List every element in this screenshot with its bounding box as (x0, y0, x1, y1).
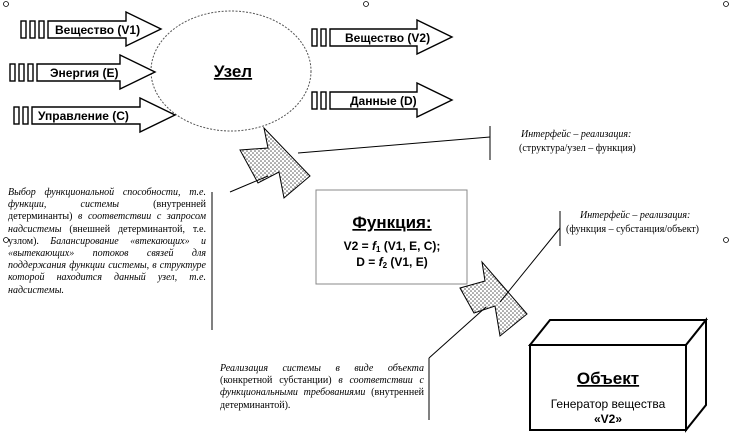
output-arrow-data: Данные (D) (311, 81, 454, 119)
transition-arrow-node-function (239, 126, 311, 199)
interface1-title: Интерфейс – реализация: (520, 129, 631, 140)
object-subtitle-line2: «V2» (594, 412, 622, 426)
function-title: Функция: (352, 213, 431, 232)
input-arrow-control: Управление (C) (13, 96, 177, 134)
transition-arrow-function-object (459, 260, 528, 337)
left-annotation-text: Выбор функциональной способности, т.е. ф… (8, 187, 206, 296)
input-label-substance: Вещество (V1) (55, 23, 140, 37)
interface2-title: Интерфейс – реализация: (579, 210, 690, 221)
output-label-data: Данные (D) (350, 94, 417, 108)
connector-lines (211, 126, 561, 420)
object-box (527, 317, 709, 433)
input-label-energy: Энергия (E) (50, 66, 119, 80)
input-arrow-substance: Вещество (V1) (20, 10, 163, 48)
interface1-detail: (структура/узел – функция) (519, 143, 636, 154)
bottom-annotation-text: Реализация системы в виде объекта (конкр… (220, 363, 424, 411)
object-subtitle-line1: Генератор вещества (551, 397, 666, 411)
function-formula-2: D = f2 (V1, E) (356, 255, 427, 270)
input-arrow-energy: Энергия (E) (9, 53, 157, 91)
function-box (315, 189, 468, 285)
input-label-control: Управление (C) (38, 109, 129, 123)
function-formula-1: V2 = f1 (V1, E, C); (344, 239, 441, 254)
selection-handles (3, 1, 729, 243)
object-title: Объект (577, 369, 639, 388)
interface2-detail: (функция – субстанция/объект) (566, 224, 699, 235)
node-title: Узел (214, 62, 252, 81)
output-label-substance: Вещество (V2) (345, 31, 430, 45)
output-arrow-substance: Вещество (V2) (311, 18, 454, 56)
